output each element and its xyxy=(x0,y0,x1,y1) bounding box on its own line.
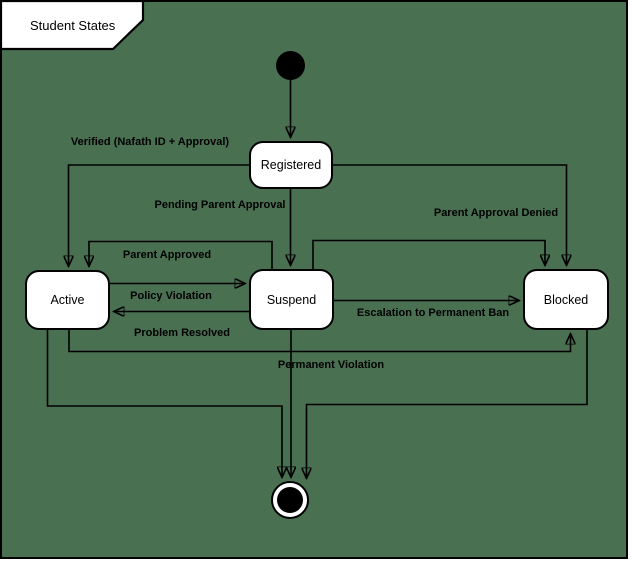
label-verified: Verified (Nafath ID + Approval) xyxy=(70,136,230,148)
state-registered[interactable]: Registered xyxy=(249,141,333,189)
final-state-dot xyxy=(277,487,303,513)
edge-registered-to-active xyxy=(69,164,249,265)
frame-tab-shape xyxy=(0,0,145,51)
label-escalation-permanent-ban: Escalation to Permanent Ban xyxy=(356,307,510,319)
edge-suspend-to-active-approved xyxy=(89,240,273,270)
final-state[interactable] xyxy=(271,481,309,519)
label-problem-resolved: Problem Resolved xyxy=(134,327,230,339)
label-parent-approval-denied: Parent Approval Denied xyxy=(433,207,559,219)
edge-blocked-to-final xyxy=(307,330,588,477)
state-suspend[interactable]: Suspend xyxy=(249,269,334,330)
state-active-label: Active xyxy=(50,293,85,307)
state-active[interactable]: Active xyxy=(25,270,110,330)
page-right-margin xyxy=(629,0,632,561)
edge-registered-to-blocked xyxy=(333,164,567,264)
label-parent-approved: Parent Approved xyxy=(122,249,212,261)
label-permanent-violation: Permanent Violation xyxy=(277,359,385,371)
edge-suspend-to-blocked-denied xyxy=(312,239,545,270)
edge-active-to-final xyxy=(46,330,283,476)
edge-active-to-blocked-permanent xyxy=(68,330,571,353)
frame-title-tab[interactable]: Student States xyxy=(0,0,146,52)
frame-title: Student States xyxy=(30,17,116,33)
label-policy-violation: Policy Violation xyxy=(130,290,212,302)
initial-state[interactable] xyxy=(276,51,305,80)
state-blocked[interactable]: Blocked xyxy=(523,269,609,330)
state-registered-label: Registered xyxy=(260,158,322,172)
state-blocked-label: Blocked xyxy=(543,292,589,307)
state-suspend-label: Suspend xyxy=(266,292,317,307)
label-pending-parent-approval: Pending Parent Approval xyxy=(154,199,286,211)
